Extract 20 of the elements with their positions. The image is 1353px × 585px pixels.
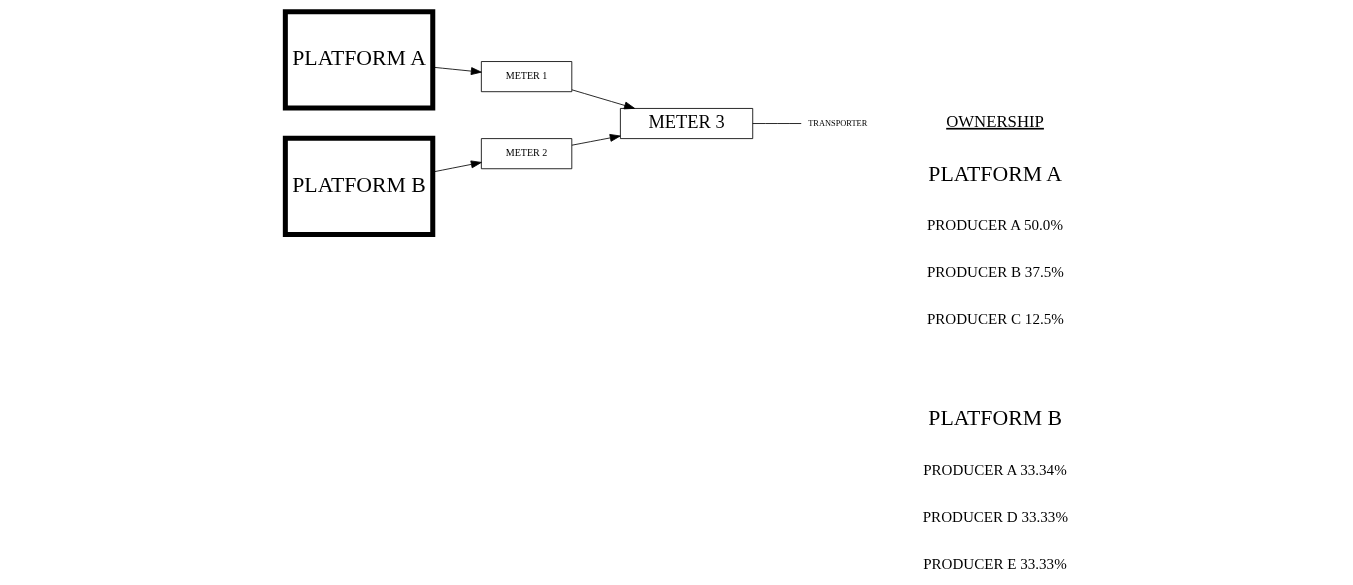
arrow: [432, 66, 482, 76]
node-box: METER 1: [480, 61, 573, 93]
label: PRODUCER B 37.5%: [926, 264, 1064, 281]
label: PLATFORM A: [928, 161, 1063, 186]
label: PRODUCER D 33.33%: [922, 508, 1068, 525]
label: PLATFORM B: [928, 406, 1063, 431]
node-box: PLATFORM A: [282, 9, 436, 111]
arrow: [571, 134, 621, 146]
label: OWNERSHIP: [946, 111, 1044, 131]
label: PRODUCER A 33.34%: [923, 461, 1067, 478]
arrow: [571, 89, 635, 110]
node-text: TRANSPORTER: [808, 118, 868, 128]
label: PRODUCER E 33.33%: [923, 555, 1067, 572]
label: PRODUCER A 50.0%: [926, 217, 1063, 234]
arrow: [432, 160, 482, 173]
node-box: METER 3: [619, 108, 754, 139]
node-box: PLATFORM B: [282, 135, 436, 237]
label: PRODUCER C 12.5%: [926, 311, 1064, 328]
node-box: METER 2: [480, 138, 573, 170]
connector: [752, 123, 802, 124]
